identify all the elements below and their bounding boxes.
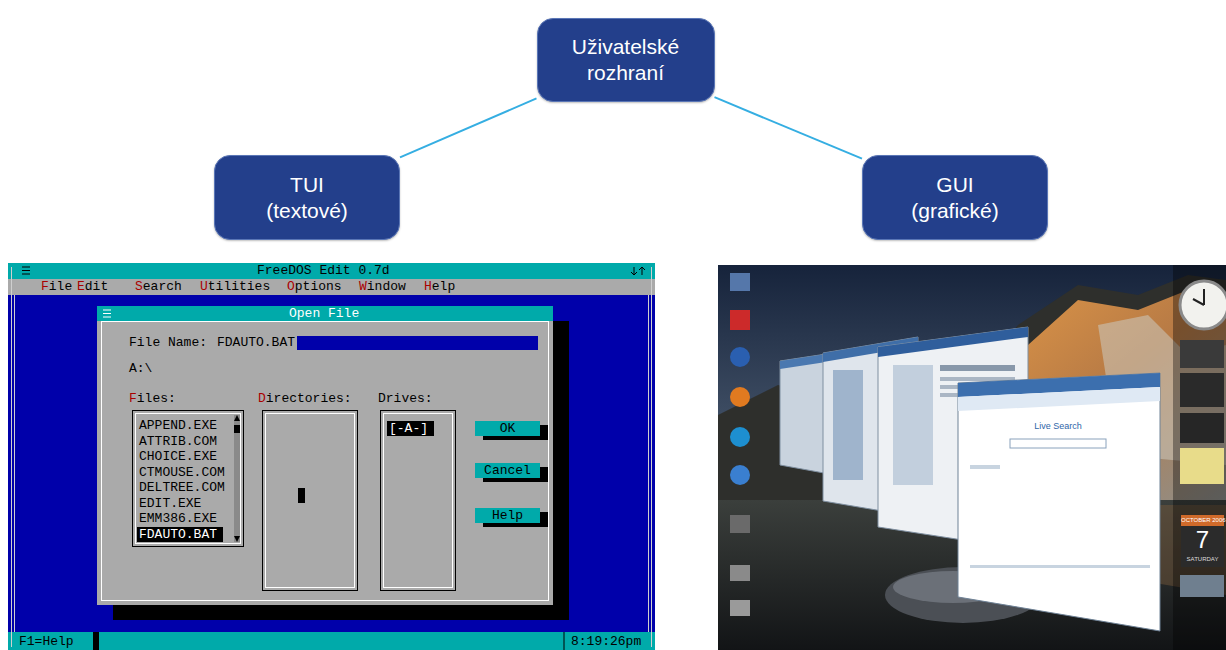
screen-text: Files: [129, 391, 176, 406]
screen-text: FDAUTO.BAT [217, 335, 295, 350]
screen-text: Options [287, 279, 342, 294]
node-text: GUI (grafické) [897, 172, 1013, 224]
gui-screenshot [718, 265, 1226, 650]
screen-text: Edit [77, 279, 108, 294]
screen-text: CHOICE.EXE [139, 449, 217, 464]
screen-text: [-A-] [387, 421, 434, 436]
screen-text: F1=Help [19, 634, 74, 649]
topic-box: GUI (grafické) [862, 155, 1048, 240]
screen-caption: OCTOBER 2006 [1181, 516, 1224, 524]
screen-text: DELTREE.COM [139, 480, 225, 495]
screen-text: Open File [289, 306, 359, 321]
screen-text: Help [475, 508, 540, 523]
screen-text: 8:19:26pm [571, 634, 641, 649]
node-text: TUI (textové) [255, 172, 360, 224]
screen-text: FDAUTO.BAT [137, 527, 223, 542]
connector-line [715, 97, 863, 159]
screen-text: Search [135, 279, 182, 294]
screen-caption: 7 [1181, 526, 1224, 554]
screen-text: File [41, 279, 72, 294]
screen-text: Drives: [378, 391, 433, 406]
screen-text: A:\ [129, 361, 152, 376]
connector-line [400, 98, 537, 157]
screen-text: Utilities [200, 279, 270, 294]
node-text: Uživatelské rozhraní [551, 34, 701, 86]
screen-text: ATTRIB.COM [139, 434, 217, 449]
tui-screenshot [8, 263, 655, 650]
screen-text: CTMOUSE.COM [139, 465, 225, 480]
screen-text: Cancel [475, 463, 540, 478]
screen-caption: Live Search [1008, 421, 1108, 432]
screen-text: EMM386.EXE [139, 511, 217, 526]
gui-text-layer: Live SearchOCTOBER 2006 7SATURDAY [718, 265, 1226, 650]
topic-box: TUI (textové) [214, 155, 400, 240]
topic-box: Uživatelské rozhraní [537, 18, 715, 102]
screen-caption: SATURDAY [1181, 555, 1224, 563]
screen-text: Directories: [258, 391, 352, 406]
screen-text: FreeDOS Edit 0.7d [257, 263, 390, 278]
screen-text: Help [424, 279, 455, 294]
screen-text: APPEND.EXE [139, 418, 217, 433]
screen-text: OK [475, 421, 540, 436]
screen-text: EDIT.EXE [139, 496, 201, 511]
tui-text-layer: FreeDOS Edit 0.7dFile Edit Search Utilities… [8, 263, 655, 650]
screen-text: Window [359, 279, 406, 294]
screen-text: File Name: [129, 335, 207, 350]
